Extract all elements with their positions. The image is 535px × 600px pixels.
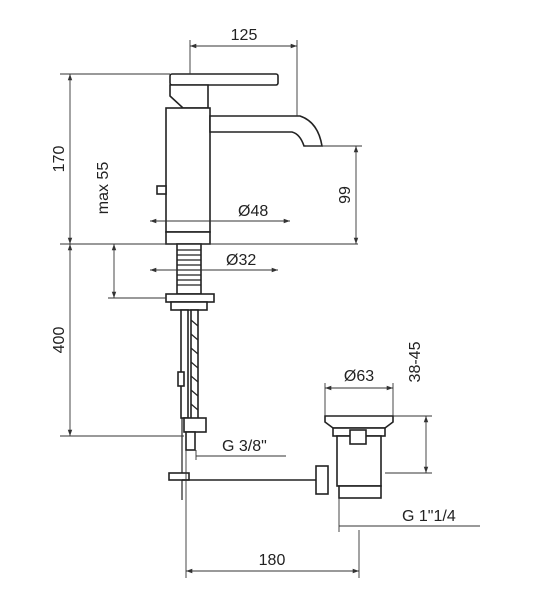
dim-spout-reach: 125	[189, 27, 298, 116]
label-max-deck: max 55	[95, 162, 112, 215]
popup-rod	[168, 418, 329, 500]
label-body-diameter: Ø48	[238, 203, 268, 220]
label-spout-height: 99	[337, 186, 354, 204]
label-waste-height: 38-45	[407, 341, 424, 382]
rod-clamp	[168, 472, 190, 481]
dim-rod-length: 180	[185, 450, 360, 578]
hose-tail	[185, 431, 196, 451]
faucet-body	[156, 73, 323, 245]
waste-nut	[338, 485, 382, 499]
label-total-height: 170	[51, 146, 68, 173]
lever-handle	[169, 73, 279, 86]
hose-braid-lines	[190, 319, 199, 411]
dim-waste-diameter: Ø63	[324, 368, 394, 416]
waste-slot	[349, 429, 367, 445]
popup-knob	[156, 185, 167, 195]
hose-left	[180, 309, 189, 419]
rod-connector	[315, 465, 329, 495]
fixing-nut	[165, 293, 215, 303]
fixing-washer	[170, 301, 208, 311]
hose-clip	[177, 371, 185, 387]
hose-nut	[183, 417, 207, 433]
label-connection: G 3/8"	[222, 438, 267, 455]
shank	[176, 243, 202, 295]
faucet-column	[165, 107, 211, 233]
waste-cap	[324, 415, 394, 429]
label-spout-reach: 125	[231, 27, 258, 44]
label-rod-length: 180	[259, 552, 286, 569]
dim-waste-height: 38-45	[385, 341, 432, 474]
dim-shank-diameter: Ø32	[150, 252, 278, 273]
dim-waste-thread: G 1"1/4	[338, 498, 480, 532]
threaded-shank	[165, 243, 215, 311]
dim-hose-length: 400	[51, 244, 184, 437]
label-waste-thread: G 1"1/4	[402, 508, 456, 525]
waste-fitting	[324, 415, 394, 499]
spout	[209, 115, 323, 147]
handle-cap	[169, 84, 209, 109]
dim-max-deck: max 55	[95, 162, 166, 299]
faucet-base	[165, 231, 211, 245]
dim-spout-height: 99	[306, 145, 362, 244]
label-hose-length: 400	[51, 327, 68, 354]
label-shank-diameter: Ø32	[226, 252, 256, 269]
dim-total-height: 170	[51, 73, 358, 245]
dim-connection: G 3/8"	[195, 438, 286, 460]
label-waste-diameter: Ø63	[344, 368, 374, 385]
dim-body-diameter: Ø48	[150, 203, 290, 224]
flexible-hoses	[177, 309, 207, 451]
